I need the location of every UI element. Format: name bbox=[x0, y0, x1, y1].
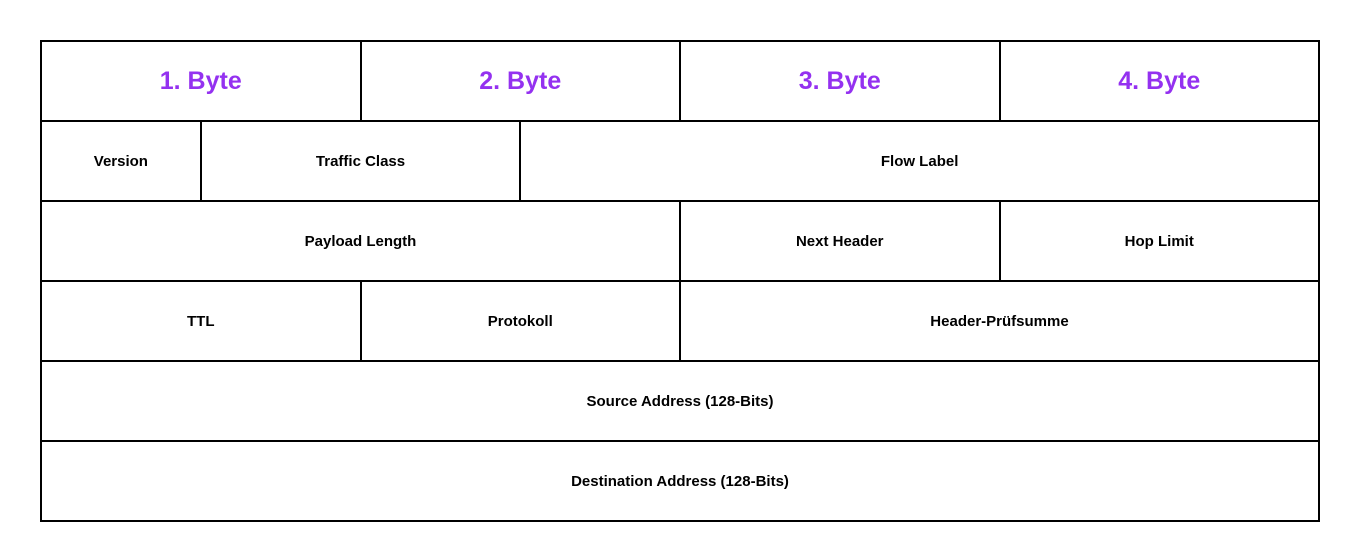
next-header-field-cell: Next Header bbox=[681, 202, 999, 280]
byte-3-header-cell: 3. Byte bbox=[681, 42, 999, 120]
ttl-field-cell: TTL bbox=[42, 282, 360, 360]
protokoll-field-cell: Protokoll bbox=[361, 282, 679, 360]
hop-limit-field-cell: Hop Limit bbox=[1000, 202, 1318, 280]
byte-4-header-cell: 4. Byte bbox=[1000, 42, 1318, 120]
header-pruefsumme-field-cell: Header-Prüfsumme bbox=[681, 282, 1318, 360]
version-field-cell: Version bbox=[42, 122, 200, 200]
payload-length-field-cell: Payload Length bbox=[42, 202, 679, 280]
header-fields-table: 1. Byte 2. Byte 3. Byte 4. Byte Version … bbox=[40, 40, 1320, 522]
source-address-field-cell: Source Address (128-Bits) bbox=[42, 362, 1318, 440]
traffic-class-field-cell: Traffic Class bbox=[201, 122, 520, 200]
byte-2-header-cell: 2. Byte bbox=[361, 42, 679, 120]
destination-address-field-cell: Destination Address (128-Bits) bbox=[42, 442, 1318, 520]
flow-label-field-cell: Flow Label bbox=[521, 122, 1318, 200]
byte-1-header-cell: 1. Byte bbox=[42, 42, 360, 120]
